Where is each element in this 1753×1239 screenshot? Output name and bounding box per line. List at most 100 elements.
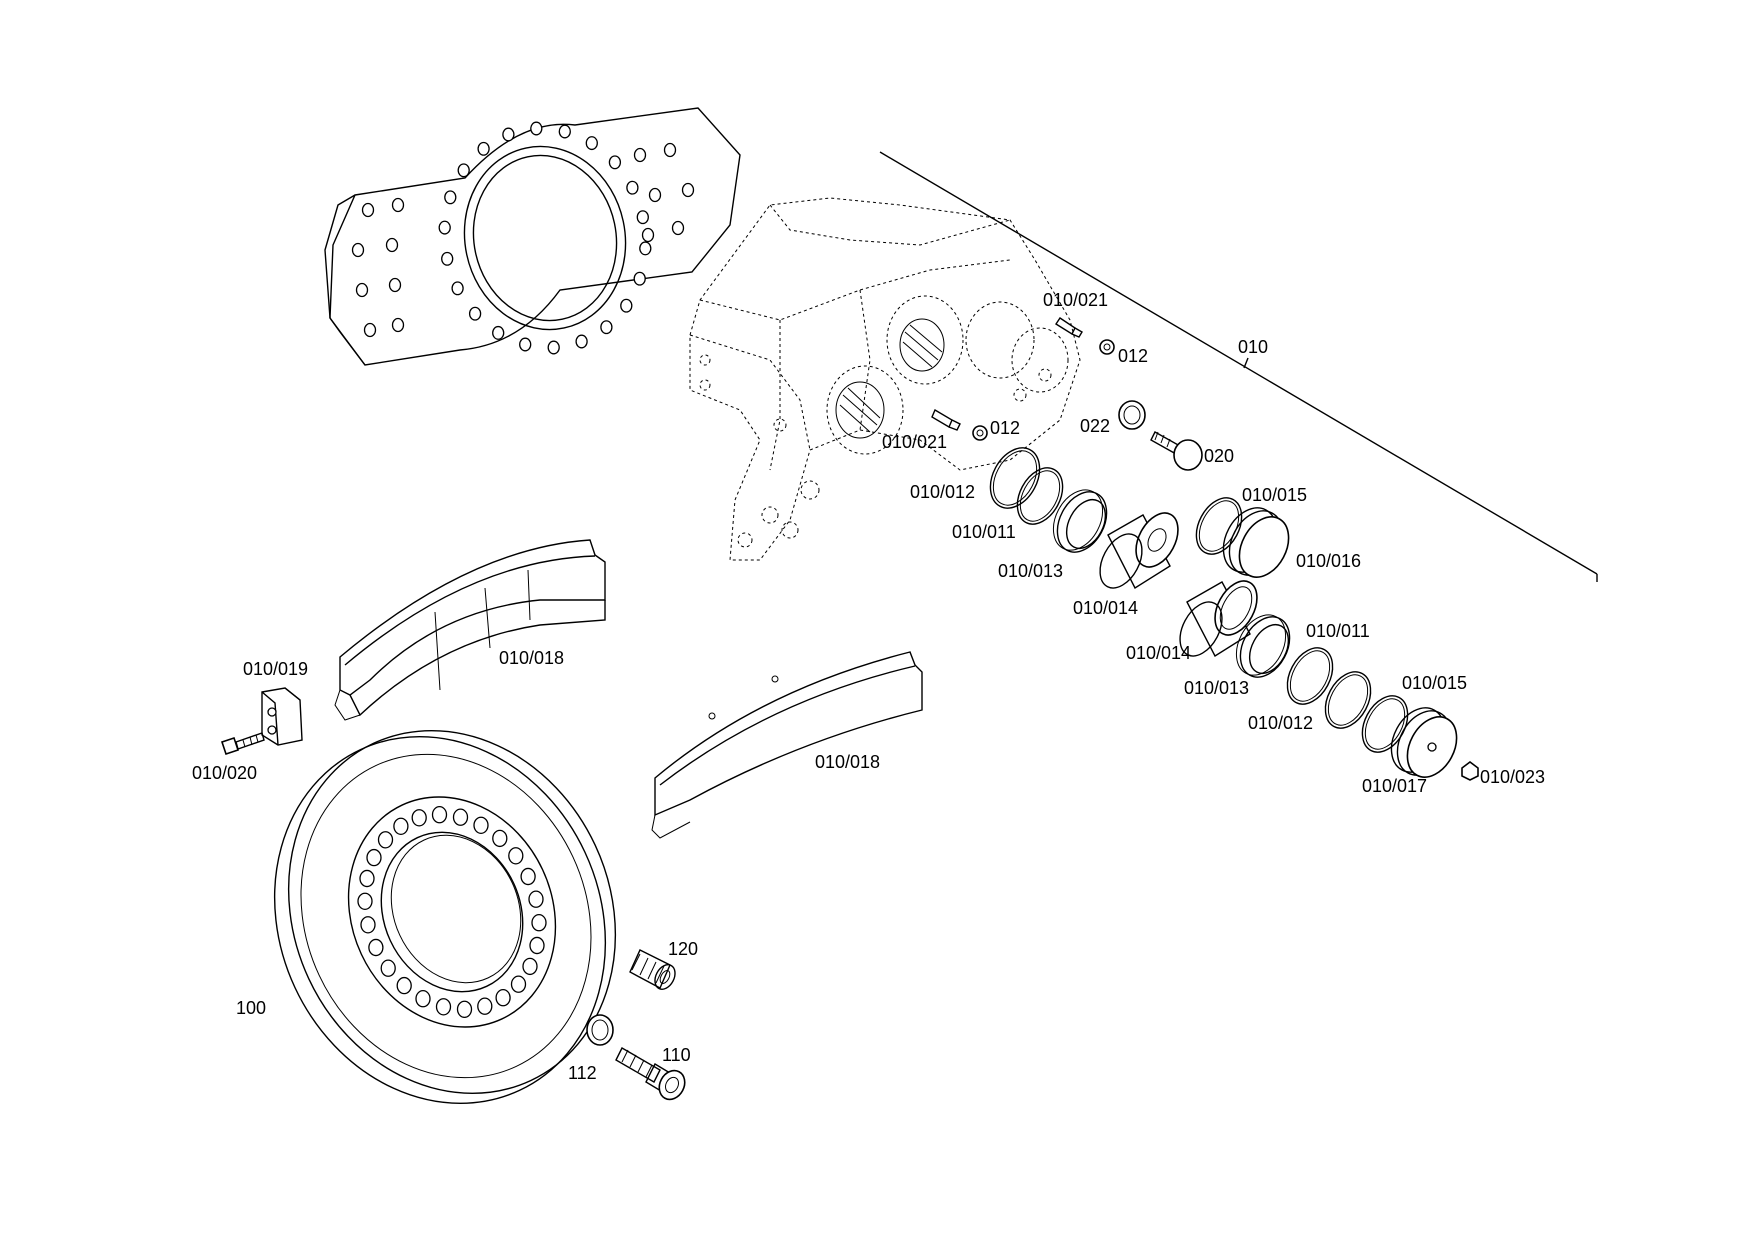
bracket-010-019 [261,687,303,746]
bolt-hole [522,957,538,976]
bolt-hole [585,136,598,151]
bolt-hole [531,914,547,932]
bolt-hole [357,892,373,911]
bolt-hole [492,325,505,340]
label-010-014-lower: 010/014 [1126,643,1191,663]
seal-ring-010-011-lower [1286,647,1334,705]
bolt-hole [510,975,527,993]
label-012-lower: 012 [990,418,1020,438]
bolt-hole [457,163,470,178]
bolt-hole [636,210,649,225]
label-010: 010 [1238,337,1268,357]
bolt-010-020 [220,732,265,756]
brake-pad-lower [651,651,923,839]
bolt-020 [1150,431,1203,471]
bolt-hole [529,936,545,955]
label-120: 120 [668,939,698,959]
cap-012-upper [1099,339,1115,355]
bolt-hole [639,241,652,256]
bolt-hole [451,281,464,296]
bolt-hole [626,180,639,195]
bolt-hole [519,337,532,352]
bolt-hole [681,182,695,198]
bolt-hole [363,322,377,338]
bolt-hole [502,127,515,142]
bolt-hole [438,220,451,235]
label-010-013-upper: 010/013 [998,561,1063,581]
bleeder-010-023 [1461,761,1479,781]
piston-010-014-lower [1179,580,1258,657]
bolt-hole [431,806,448,824]
bolt-hole [473,816,489,835]
label-012-upper: 012 [1118,346,1148,366]
label-010-017: 010/017 [1362,776,1427,796]
label-010-011-upper: 010/011 [952,522,1016,542]
bolt-hole [415,990,431,1008]
bolt-hole [547,340,560,355]
bolt-hole [360,916,376,934]
bolt-hole [435,998,452,1016]
pin-120 [629,949,676,990]
cap-010-016 [1222,507,1290,578]
label-112: 112 [568,1063,597,1083]
seal-010-013-lower [1235,614,1291,678]
bolt-hole [380,959,396,977]
caliper-housing [689,197,1081,561]
bolt-hole [391,197,405,213]
bolt-hole [633,147,647,163]
bolt-hole [388,277,402,293]
label-100: 100 [236,998,266,1018]
bolt-hole [393,817,409,836]
bolt-hole [495,989,511,1007]
bolt-hole [575,334,588,349]
bolt-hole [456,1000,473,1019]
plate-holes [351,121,695,355]
label-010-018-lower: 010/018 [815,752,880,772]
bolt-hole [411,809,427,827]
bolt-hole [368,938,384,957]
label-010-019: 010/019 [243,659,308,679]
label-010-016: 010/016 [1296,551,1361,571]
seal-ring-010-012-upper [989,447,1041,509]
bleeder-screw-upper [1055,317,1083,338]
bolt-hole [385,237,399,253]
cap-010-017 [1390,707,1458,778]
bolt-110 [615,1047,686,1101]
brake-disc-100 [273,729,617,1105]
label-010-012-lower: 010/012 [1248,713,1313,733]
cap-012-lower [972,425,988,441]
bolt-hole [508,847,524,865]
washer-112 [586,1014,614,1046]
label-010-013-lower: 010/013 [1184,678,1249,698]
bolt-hole [663,142,677,158]
bolt-hole [492,829,508,848]
bolt-hole [477,141,490,156]
assembly-leader-010 [879,151,1598,582]
seal-ring-010-012-lower [1324,671,1372,729]
seal-010-013-upper [1052,489,1108,553]
bolt-hole [520,867,536,886]
label-010-018-upper: 010/018 [499,648,564,668]
label-010-015-upper: 010/015 [1242,485,1307,505]
label-110: 110 [662,1045,691,1065]
label-010-021-upper: 010/021 [1043,290,1108,310]
bolt-hole [444,190,457,205]
bolt-hole [558,124,571,139]
bolt-hole [391,317,405,333]
bolt-hole [600,320,613,335]
bolt-hole [366,848,382,867]
bolt-hole [441,251,454,266]
bolt-hole [452,808,469,826]
label-010-020: 010/020 [192,763,257,783]
bolt-hole [608,155,622,170]
bolt-hole [396,976,412,995]
label-010-012-upper: 010/012 [910,482,975,502]
label-022: 022 [1080,416,1110,436]
bolt-hole [633,271,646,286]
label-010-014-upper: 010/014 [1073,598,1138,618]
bolt-hole [351,242,365,258]
bolt-hole [359,869,375,888]
bolt-hole [528,890,544,908]
label-010-023: 010/023 [1480,767,1545,787]
